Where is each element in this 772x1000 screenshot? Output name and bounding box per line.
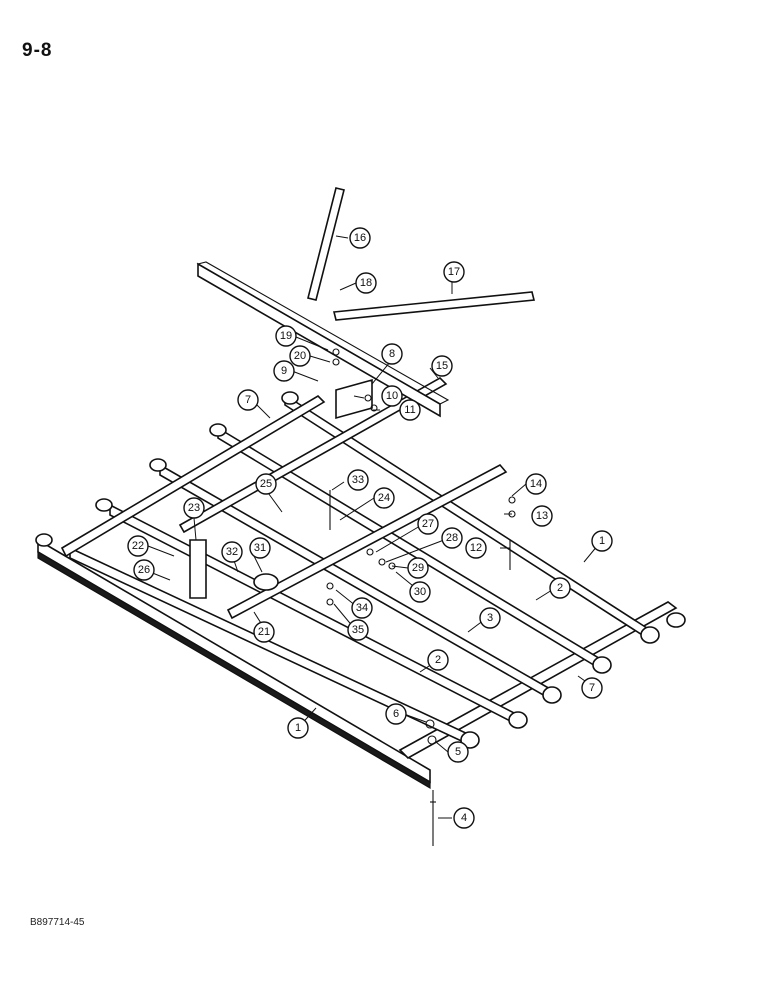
callout-8: 8 (381, 343, 403, 365)
callout-21: 21 (253, 621, 275, 643)
svg-text:23: 23 (188, 502, 200, 514)
callout-34: 34 (351, 597, 373, 619)
callout-11: 11 (399, 399, 421, 421)
svg-text:11: 11 (404, 404, 415, 416)
top-frame-member (196, 261, 450, 418)
svg-text:12: 12 (470, 542, 482, 554)
callout-22: 22 (127, 535, 149, 557)
bracket-23 (189, 539, 207, 599)
svg-text:9: 9 (281, 365, 287, 377)
callout-16: 16 (349, 227, 371, 249)
callout-leaders (144, 235, 599, 819)
page-number: 9-8 (22, 40, 53, 61)
svg-text:24: 24 (378, 492, 390, 504)
callout-7a: 7 (581, 677, 603, 699)
svg-text:21: 21 (258, 626, 270, 638)
callout-4: 4 (453, 807, 475, 829)
callout-7b: 7 (237, 389, 259, 411)
callout-14: 14 (525, 473, 547, 495)
callout-12: 12 (465, 537, 487, 559)
center-bar (226, 463, 508, 620)
callout-26: 26 (133, 559, 155, 581)
callout-13: 13 (531, 505, 553, 527)
svg-text:22: 22 (132, 540, 144, 552)
brace-17 (332, 291, 536, 321)
callout-31: 31 (249, 537, 271, 559)
svg-text:32: 32 (226, 546, 238, 558)
upper-bar (60, 377, 448, 558)
callout-29: 29 (407, 557, 429, 579)
svg-text:28: 28 (446, 532, 458, 544)
svg-text:35: 35 (352, 624, 364, 636)
callout-25: 25 (255, 473, 277, 495)
svg-text:7: 7 (589, 682, 595, 694)
svg-text:19: 19 (280, 330, 292, 342)
callout-33: 33 (347, 469, 369, 491)
gauge-disc-31 (253, 573, 279, 591)
svg-text:33: 33 (352, 474, 364, 486)
callout-2b: 2 (549, 577, 571, 599)
svg-text:1: 1 (599, 535, 605, 547)
callout-30: 30 (409, 581, 431, 603)
svg-text:5: 5 (455, 746, 461, 758)
svg-text:2: 2 (435, 654, 441, 666)
cross-tubes (69, 391, 660, 749)
svg-text:13: 13 (536, 510, 548, 522)
callout-23: 23 (183, 497, 205, 519)
shank-4 (430, 790, 436, 846)
svg-text:34: 34 (356, 602, 368, 614)
callout-1a: 1 (287, 717, 309, 739)
svg-text:8: 8 (389, 348, 395, 360)
callout-1b: 1 (591, 530, 613, 552)
callout-18: 18 (355, 272, 377, 294)
callout-5: 5 (447, 741, 469, 763)
svg-text:4: 4 (461, 812, 467, 824)
brace-16 (307, 187, 345, 301)
callout-15: 15 (431, 355, 453, 377)
callout-10: 10 (381, 385, 403, 407)
svg-text:29: 29 (412, 562, 424, 574)
callout-28: 28 (441, 527, 463, 549)
svg-text:2: 2 (557, 582, 563, 594)
svg-text:15: 15 (436, 360, 448, 372)
svg-text:10: 10 (386, 390, 398, 402)
svg-text:18: 18 (360, 277, 372, 289)
svg-text:26: 26 (138, 564, 150, 576)
svg-text:7: 7 (245, 394, 251, 406)
svg-text:30: 30 (414, 586, 426, 598)
callout-19: 19 (275, 325, 297, 347)
callout-3: 3 (479, 607, 501, 629)
svg-text:31: 31 (254, 542, 266, 554)
svg-text:6: 6 (393, 708, 399, 720)
callout-27: 27 (417, 513, 439, 535)
svg-text:20: 20 (294, 350, 306, 362)
callout-20: 20 (289, 345, 311, 367)
hardware (326, 348, 516, 745)
callout-35: 35 (347, 619, 369, 641)
svg-text:1: 1 (295, 722, 301, 734)
svg-text:17: 17 (448, 266, 460, 278)
callout-24: 24 (373, 487, 395, 509)
drawing-reference-code: B897714-45 (30, 917, 85, 928)
svg-text:25: 25 (260, 478, 272, 490)
rail-left (35, 533, 431, 790)
bracket-8 (335, 378, 373, 420)
svg-text:27: 27 (422, 518, 434, 530)
svg-text:14: 14 (530, 478, 542, 490)
callout-6: 6 (385, 703, 407, 725)
callout-32: 32 (221, 541, 243, 563)
callout-9: 9 (273, 360, 295, 382)
svg-text:16: 16 (354, 232, 366, 244)
svg-text:3: 3 (487, 612, 493, 624)
callout-17: 17 (443, 261, 465, 283)
callout-2a: 2 (427, 649, 449, 671)
